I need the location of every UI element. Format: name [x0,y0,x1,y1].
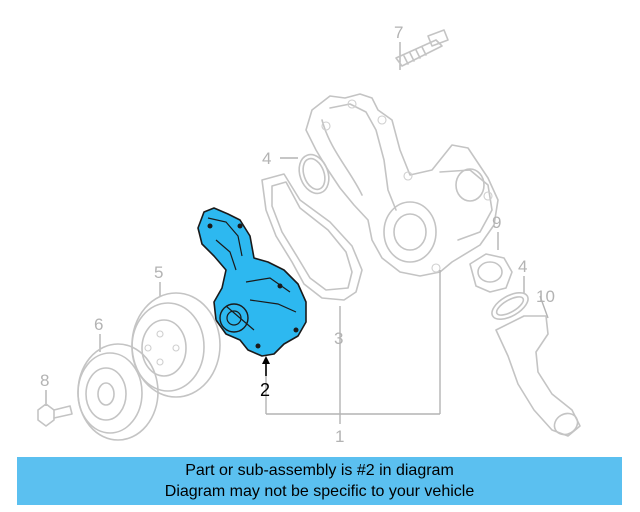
label-6: 6 [94,315,103,334]
label-5: 5 [154,263,163,282]
caption-line-2: Diagram may not be specific to your vehi… [164,483,475,500]
label-4-right: 4 [518,257,527,276]
parts-diagram: 1 2 3 4 4 5 6 7 8 9 10 [37,23,581,446]
info-banner: Part or sub-assembly is #2 in diagram Di… [17,457,622,505]
water-pump-highlighted [197,207,307,357]
label-10: 10 [536,287,555,306]
gasket-3-part [261,173,363,301]
outlet-pipe-10-part [495,295,581,437]
part-2-arrow [262,356,270,376]
label-4-left: 4 [262,149,271,168]
label-7: 7 [394,23,403,42]
label-3: 3 [334,329,343,348]
label-1: 1 [335,427,344,446]
label-2: 2 [260,380,270,400]
pulley-5-part [131,282,221,398]
thermostat-9-part [469,232,513,293]
pulley-6-part [77,334,159,441]
o-ring-4b-part [491,276,529,321]
engine-housing [305,93,499,277]
label-9: 9 [492,213,501,232]
caption-line-1: Part or sub-assembly is #2 in diagram [185,462,454,479]
bolt-8-part [37,390,73,427]
o-ring-4-part [280,153,330,195]
label-8: 8 [40,371,49,390]
bolt-7-part [395,29,449,70]
